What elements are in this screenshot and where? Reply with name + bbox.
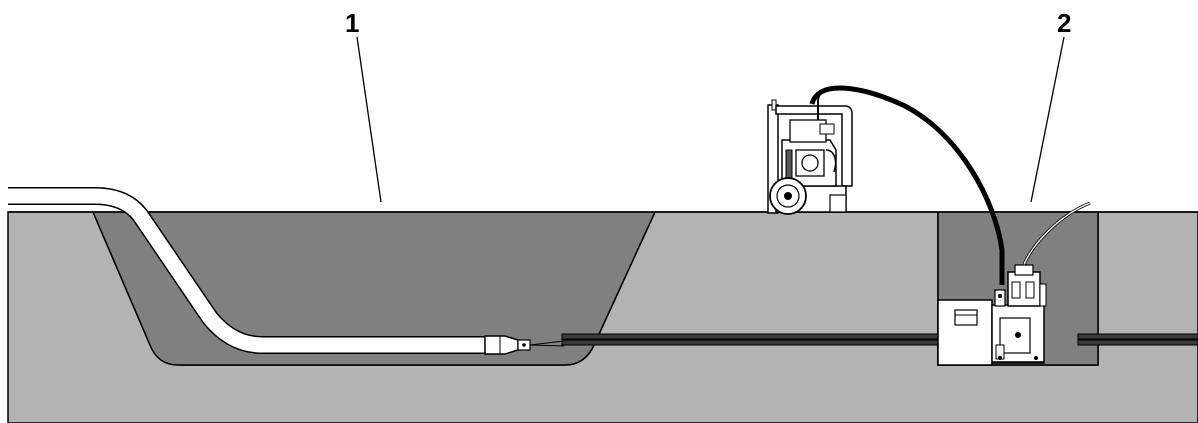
hydraulic-hose [809, 85, 1005, 285]
launch-pit [91, 211, 657, 366]
callout-label-2: 2 [1057, 8, 1071, 38]
bore-channel [561, 333, 1198, 346]
pulling-head [484, 335, 565, 355]
callout-leader-1 [356, 36, 382, 203]
pipe-puller [937, 264, 1047, 366]
callout-leader-2 [1030, 36, 1065, 203]
pipe [8, 187, 485, 354]
hydraulic-power-unit [767, 89, 853, 215]
callout-label-1: 1 [345, 8, 359, 38]
